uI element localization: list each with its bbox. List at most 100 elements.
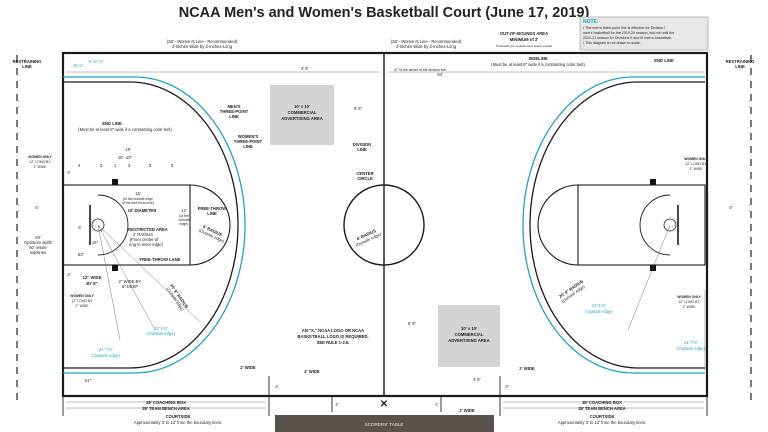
courtside-label: Approximately 3' to 12' from the boundar… — [558, 420, 646, 425]
free-throw-line-label: LINE — [207, 211, 217, 216]
mens-three-point-line — [63, 81, 239, 369]
restricted-area-label: (From center of — [130, 237, 159, 242]
courtside-label: Approximately 3' to 12' from the boundar… — [134, 420, 222, 425]
left-half — [62, 76, 246, 374]
dim-label: 2' WIDE — [459, 408, 475, 413]
note-heading: NOTE: — [583, 19, 599, 25]
free-throw-circle — [189, 184, 231, 266]
dim-label: 3' — [67, 272, 70, 277]
womens-line-note: 2-Inches Wide by 2-Inches Long — [396, 44, 457, 49]
mens-three-point-label: MEN'S — [227, 104, 240, 109]
lane-space-label: 3 — [149, 163, 152, 168]
dim-label: 8" DEEP — [122, 284, 139, 289]
court-boundary — [61, 51, 709, 398]
dim-label: 10' DIAMETER — [128, 208, 157, 213]
dim-label: 63" — [78, 252, 85, 257]
bench-area-label: 28' TEAM BENCH AREA — [578, 406, 626, 411]
ad-area-label: ADVERTISING AREA — [448, 338, 490, 343]
restraining-line-label: LINE — [22, 64, 32, 69]
dim-label: 19' — [125, 147, 131, 152]
diagram-title: NCAA Men's and Women's Basketball Court … — [179, 5, 590, 21]
dim-label: 94' — [437, 72, 443, 77]
note-box: NOTE: • The men's three-point line is ef… — [579, 16, 709, 51]
free-throw-lane — [577, 184, 706, 266]
womens-three-point-label: THREE-POINT — [234, 139, 263, 144]
end-line-label: (Must be at least 8" wide if a contrasti… — [78, 127, 172, 132]
restricted-area-label: RESTRICTED AREA — [128, 227, 168, 232]
womens-only-label: WOMEN ONLY — [28, 155, 52, 159]
restraining-line-label: RESTRAINING — [726, 59, 755, 64]
mens-three-point-label: THREE-POINT — [220, 109, 249, 114]
dim-label: 3' — [67, 170, 70, 175]
lane-block — [650, 179, 656, 185]
lane-space-label: 3 — [128, 163, 131, 168]
width-label: 50' — [35, 235, 41, 240]
right-half — [522, 76, 706, 374]
logo-note: AN "X," NCAA LOGO OR NCAA — [302, 328, 364, 333]
womens-only-label: 2" WIDE — [683, 305, 697, 309]
note-line: men's basketball for the 2019-20 season,… — [583, 31, 674, 35]
womens-only-label: 2" WIDE — [690, 167, 704, 171]
note-line: 2020-21 season for Divisions II and III … — [583, 36, 672, 40]
dim-label: of the free throw line) — [122, 201, 154, 205]
womens-only-label: WOMEN ONLY — [70, 294, 94, 298]
free-throw-line-label: FREE-THROW — [198, 206, 226, 211]
hoop — [91, 218, 105, 232]
free-throw-circle — [537, 184, 579, 266]
mens-three-point-label: LINE — [229, 114, 239, 119]
center-x-mark: ✕ — [380, 399, 388, 410]
womens-line-note: 2-Inches Wide by 2-Inches Long — [172, 44, 233, 49]
advertising-area-top — [270, 85, 334, 145]
ad-area-label: COMMERCIAL — [288, 110, 317, 115]
womens-only-label: WOMEN ONLY — [684, 157, 708, 161]
restricted-area-label: 4' RADIUS — [133, 232, 153, 237]
dim-label: 4' 6" — [473, 377, 482, 382]
annotations: (28' - Women's Line - Recommended) 2-Inc… — [24, 31, 733, 425]
lane-block — [112, 179, 118, 185]
dim-label: BY 8" — [86, 281, 97, 286]
womens-only-label: 12" LONG BY — [72, 299, 94, 303]
width-label: Optimum width — [24, 240, 53, 245]
dim-label: (Outside edge) — [585, 309, 613, 314]
logo-note: SEE RULE 1-3.6. — [317, 340, 350, 345]
dim-label: 22' 1¾" — [592, 303, 606, 308]
dim-label: (Outside edge) — [677, 346, 705, 351]
lane-space-label: 3 — [100, 163, 103, 168]
restraining-line-label: LINE — [735, 64, 745, 69]
courtside-label: COURTSIDE — [166, 414, 191, 419]
restricted-area-arc — [97, 194, 129, 256]
bench-area-label: 28' TEAM BENCH AREA — [142, 406, 190, 411]
ad-area-label: ADVERTISING AREA — [281, 116, 323, 121]
dim-label: 15' — [135, 191, 141, 196]
dim-label: 22' 1¾" — [154, 326, 168, 331]
restricted-area-arc — [639, 194, 671, 256]
dim-label: 21' 7⅝" — [99, 347, 113, 352]
mens-three-point-line — [529, 81, 705, 369]
dim-label: (Outside edge) — [92, 353, 120, 358]
lane-space-label: 4 — [78, 163, 81, 168]
dim-label: 21' 7⅝" — [684, 340, 698, 345]
dim-label: 2' — [335, 402, 338, 407]
lane-block — [112, 265, 118, 271]
dim-label: 51" — [85, 378, 92, 383]
dim-label: 12" WIDE — [83, 275, 102, 280]
womens-only-label: 12" LONG BY — [679, 300, 701, 304]
dim-label: 2' WIDE — [240, 365, 256, 370]
dim-label: (to the — [179, 214, 189, 218]
coaching-box-label: 28' COACHING BOX — [146, 400, 186, 405]
restricted-area-label: ring to inner edge) — [129, 242, 164, 247]
dim-label: 6' — [729, 205, 732, 210]
dim-label: 6' 6" — [354, 106, 363, 111]
ad-area-label: COMMERCIAL — [455, 332, 484, 337]
womens-three-point-line — [63, 76, 246, 374]
dim-label: 6' — [78, 225, 81, 230]
womens-line-note: (28' - Women's Line - Recommended) — [167, 39, 238, 44]
lane-space-label: 1 — [114, 163, 117, 168]
dim-label: edge) — [180, 222, 189, 226]
center-circle-label: CENTER — [356, 171, 373, 176]
dim-label: 18' -10" — [118, 155, 133, 160]
logo-note: BASKETBALL LOGO IS REQUIRED. — [297, 334, 368, 339]
womens-line-note: (28' - Women's Line - Recommended) — [391, 39, 462, 44]
dim-label: 47' to the center of the division line — [394, 68, 446, 72]
